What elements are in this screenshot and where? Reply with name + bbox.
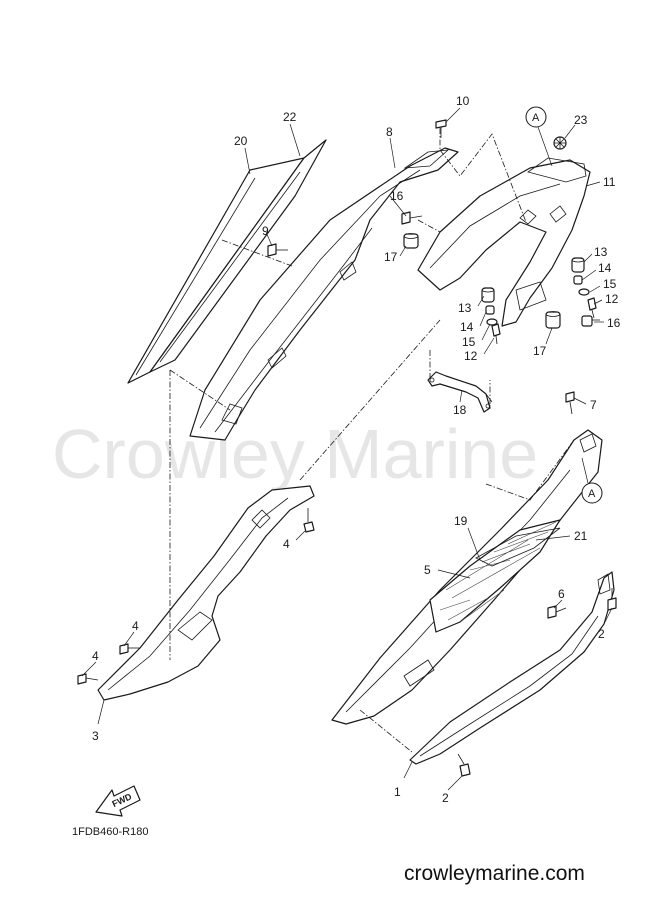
reference-mark-a-bottom: A [581, 457, 603, 504]
callout-12-left: 12 [464, 349, 478, 363]
callout-9: 9 [262, 224, 269, 238]
emblem-strip-21 [475, 527, 561, 567]
callout-labels: 10 23 22 20 8 11 16 9 17 13 14 15 12 16 … [92, 94, 621, 805]
callout-4-upper: 4 [283, 537, 290, 551]
lower-trim-panel-1 [409, 571, 615, 765]
rear-tail-cover-11 [417, 157, 591, 327]
callout-22: 22 [283, 110, 297, 124]
callout-16-right: 16 [607, 316, 621, 330]
callout-10: 10 [456, 94, 470, 108]
mesh-grille-19 [429, 519, 561, 633]
diagram-code: 1FDB460-R180 [72, 826, 148, 838]
callout-4-lower: 4 [92, 649, 99, 663]
callout-17-upper: 17 [384, 250, 398, 264]
svg-text:A: A [532, 112, 540, 124]
callout-14-right: 14 [598, 261, 612, 275]
callout-13-left: 13 [458, 301, 472, 315]
callout-12-right: 12 [605, 292, 619, 306]
callout-2-right: 2 [598, 627, 605, 641]
forward-arrow-icon: FWD [95, 785, 141, 817]
callout-5: 5 [424, 563, 431, 577]
upper-side-cover-8 [189, 147, 459, 441]
callout-17-lower: 17 [533, 344, 547, 358]
callout-6: 6 [558, 587, 565, 601]
callout-1: 1 [394, 785, 401, 799]
callout-19: 19 [454, 514, 468, 528]
callout-23: 23 [574, 113, 588, 127]
callout-3: 3 [92, 729, 99, 743]
callout-13-right: 13 [594, 245, 608, 259]
svg-text:A: A [588, 488, 596, 500]
website-url: crowleymarine.com [404, 862, 585, 885]
callout-18: 18 [453, 403, 467, 417]
side-trim-strip-20-22 [127, 139, 327, 384]
bracket-18 [427, 371, 493, 413]
callout-11: 11 [603, 175, 616, 189]
watermark-text: Crowley Marine [52, 415, 538, 493]
callout-21: 21 [574, 529, 588, 543]
reference-mark-a-top: A [525, 106, 553, 167]
lower-side-cover-3 [97, 485, 315, 701]
callout-15-left: 15 [462, 335, 476, 349]
callout-15-right: 15 [603, 277, 617, 291]
callout-8: 8 [386, 125, 393, 139]
callout-20: 20 [234, 134, 248, 148]
callout-2-bottom: 2 [442, 791, 449, 805]
callout-14-left: 14 [460, 320, 474, 334]
callout-16-upper: 16 [390, 189, 404, 203]
alignment-lines [169, 128, 575, 753]
callout-7: 7 [590, 398, 597, 412]
callout-4-middle: 4 [132, 619, 139, 633]
fasteners [77, 119, 617, 777]
leader-lines [81, 107, 613, 791]
